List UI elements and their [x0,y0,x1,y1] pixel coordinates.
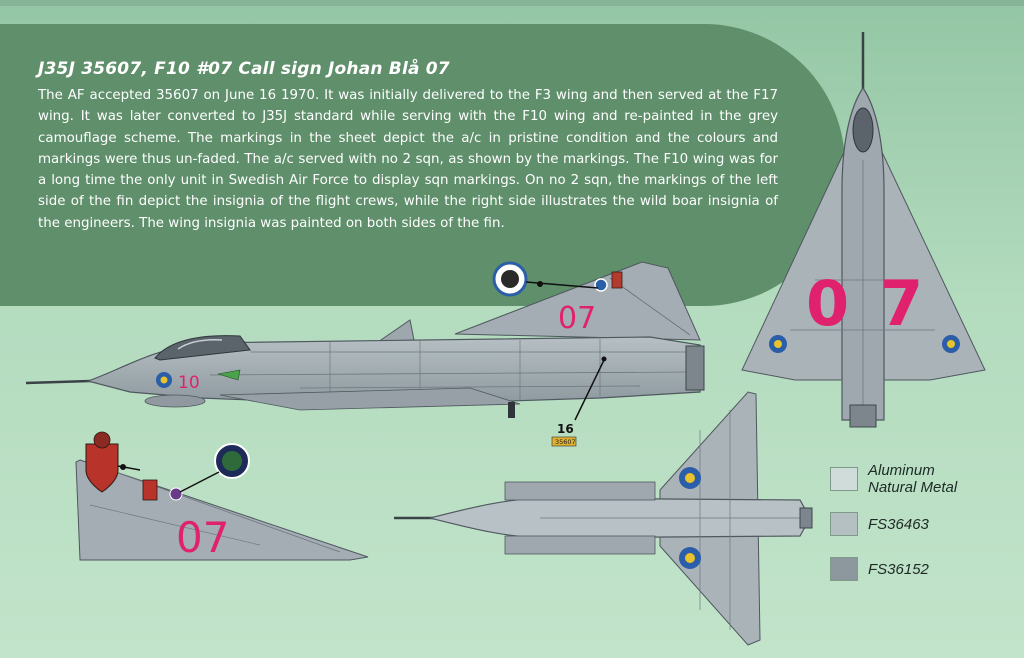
wing-crest-icon [85,443,119,493]
legend-label-line: Natural Metal [868,479,958,496]
swatch-aluminum [830,467,858,491]
legend-label-fs36463: FS36463 [868,516,929,533]
top-view: 0 7 [741,32,986,428]
legend-label-fs36152: FS36152 [868,561,929,578]
aircraft-description: The AF accepted 35607 on June 16 1970. I… [38,88,778,231]
side-fin-code: 07 [558,301,596,336]
fin-detail: 07 [75,431,369,562]
top-code-right: 7 [880,267,923,340]
bottom-view [394,391,813,646]
aircraft-title: J35J 35607, F10 #07 Call sign Johan Blå … [38,59,450,79]
legend-label-aluminum: Aluminum Natural Metal [868,462,957,496]
swatch-fs36152 [830,557,858,581]
fin-detail-code: 07 [176,513,229,562]
top-code-left: 0 [806,267,849,340]
legend-label-line: Aluminum [868,462,935,479]
description-panel [0,24,845,306]
side-profile: 07 10 16 35607 [25,261,705,447]
callout-number: 16 [557,422,574,436]
top-strip [0,0,1024,6]
swatch-fs36463 [830,512,858,536]
side-nose-code: 10 [178,373,200,393]
serial-plate: 35607 [555,438,576,446]
